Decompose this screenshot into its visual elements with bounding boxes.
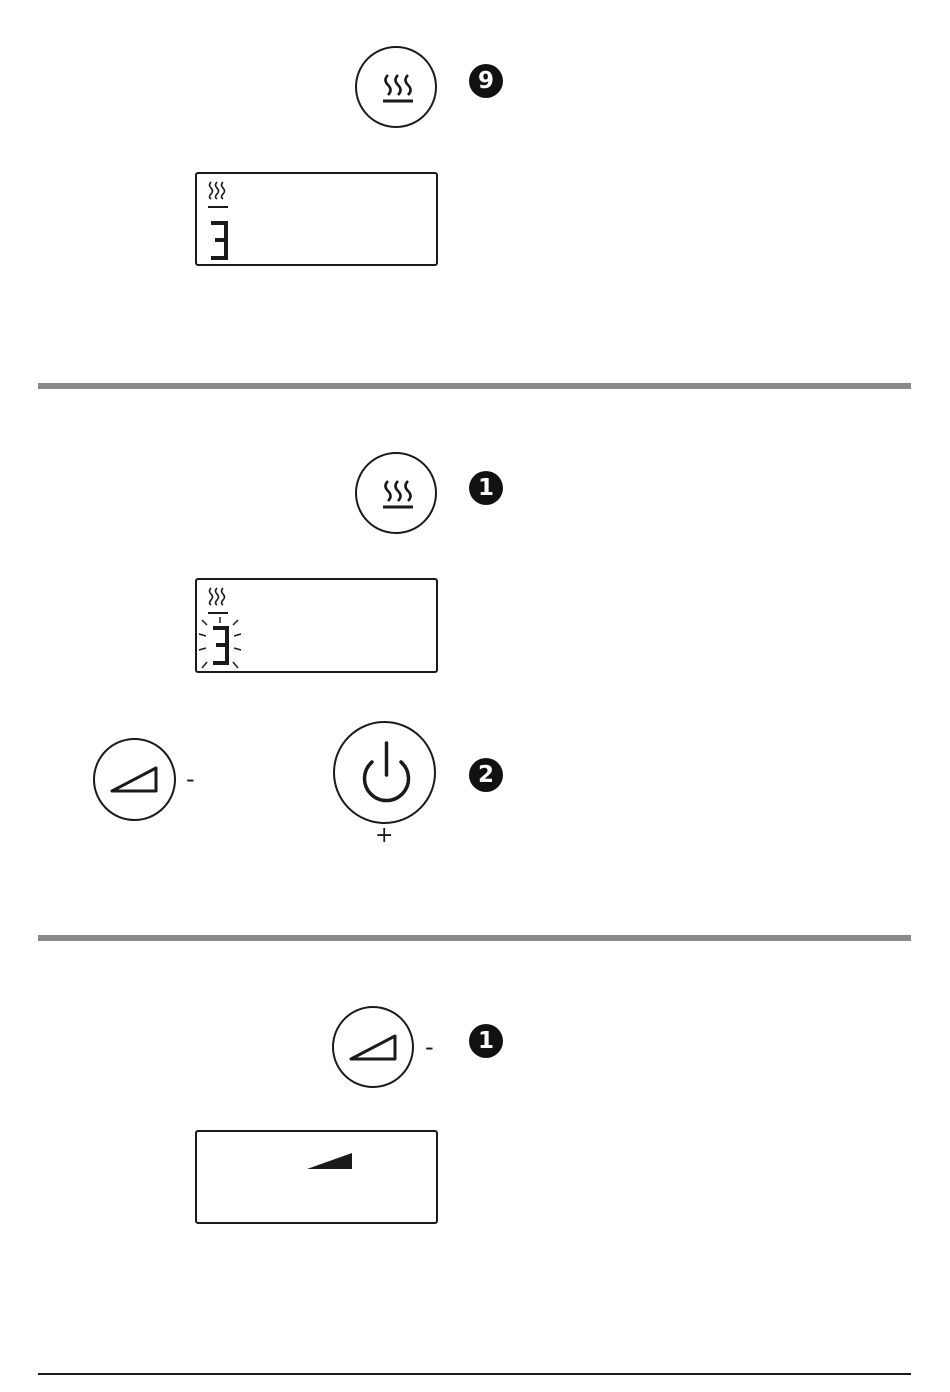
power-ramp-icon [95,740,178,823]
step-marker: 2 [469,758,503,792]
level-digit-3 [197,174,440,268]
heat-waves-icon [357,48,439,130]
blinking-level-digit-3 [197,580,440,675]
lcd-display [195,1130,438,1224]
footer-rule [38,1373,911,1375]
power-icon [335,723,438,826]
step-marker: 9 [469,64,503,98]
heat-button[interactable] [355,452,437,534]
power-ramp-indicator [197,1132,440,1226]
section-divider [38,383,911,389]
minus-sign: - [425,1035,434,1059]
plus-sign: + [375,825,393,847]
level-decrease-button[interactable] [332,1006,414,1088]
power-ramp-icon [334,1008,416,1090]
minus-sign: - [186,767,195,791]
heat-waves-icon [357,454,439,536]
step-marker: 1 [469,471,503,505]
level-decrease-button[interactable] [93,738,176,821]
step-marker: 1 [469,1024,503,1058]
heat-button[interactable] [355,46,437,128]
power-button[interactable] [333,721,436,824]
lcd-display [195,172,438,266]
lcd-display [195,578,438,673]
section-divider [38,935,911,941]
